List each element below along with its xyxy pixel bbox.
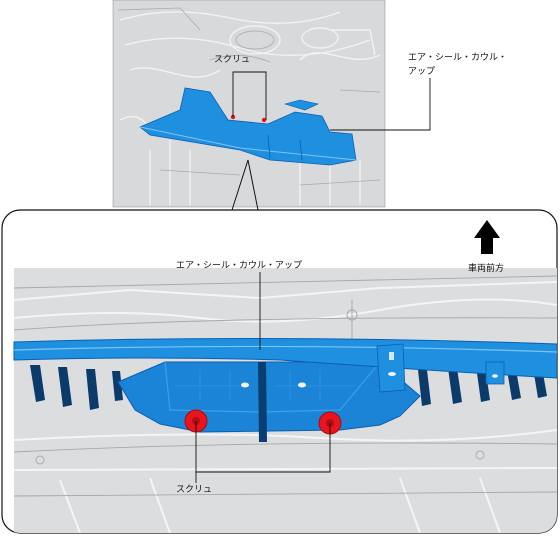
overview-part-label-line2: アップ xyxy=(408,66,435,77)
overview-part-leader xyxy=(330,78,431,131)
detail-screw-label: スクリュ xyxy=(176,484,212,495)
detail-part-label: エア・シール・カウル・アップ xyxy=(176,260,302,271)
overview-part-label-line1: エア・シール・カウル・ xyxy=(408,52,507,63)
zoom-line-left xyxy=(231,159,249,211)
detail-image xyxy=(13,268,557,533)
overview-screw-leader xyxy=(232,71,267,120)
up-arrow-icon xyxy=(474,220,500,254)
overview-screw-label: スクリュ xyxy=(214,54,250,65)
zoom-line-right xyxy=(247,159,259,211)
direction-label: 車両前方 xyxy=(468,262,504,274)
detail-screw-leader xyxy=(195,421,331,473)
overview-image xyxy=(113,0,385,207)
